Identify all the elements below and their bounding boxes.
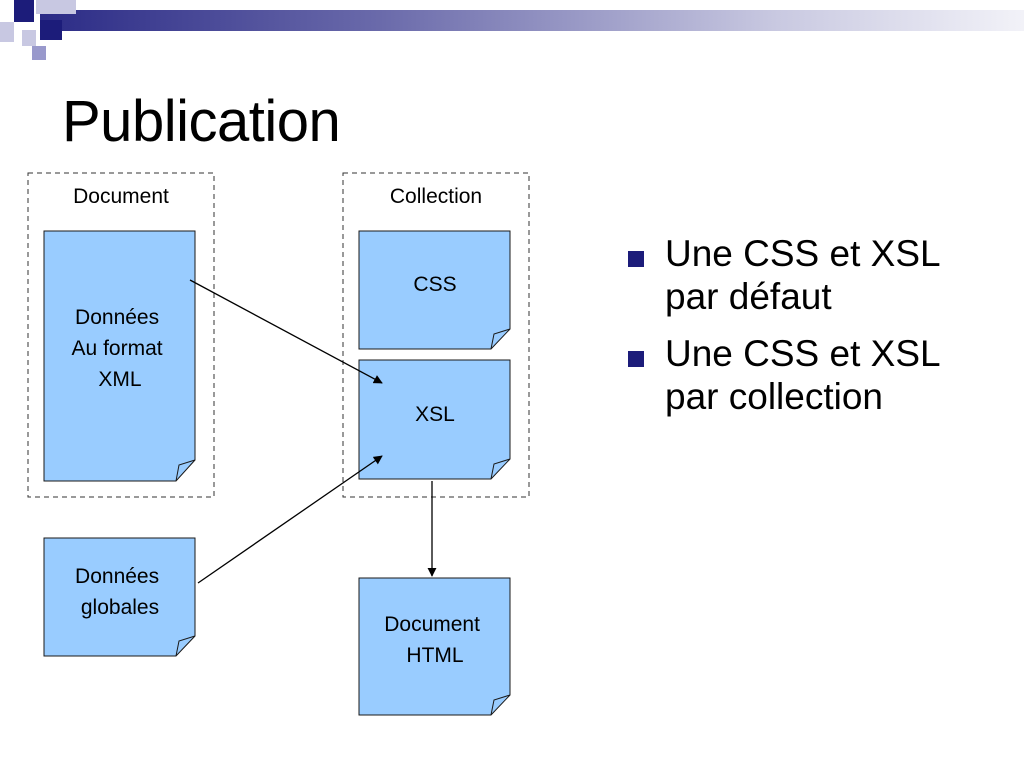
header-gradient-bar — [40, 10, 1024, 31]
bullet-line: Une CSS et XSL — [665, 233, 941, 274]
square-bullet-icon — [628, 251, 644, 267]
square-bullet-icon — [628, 351, 644, 367]
corner-square-light — [22, 30, 36, 46]
bullet-list: Une CSS et XSL par défaut Une CSS et XSL… — [628, 232, 1018, 432]
bullet-line: par collection — [665, 376, 884, 417]
collection-group-label: Collection — [390, 185, 482, 208]
corner-square-light — [36, 0, 56, 14]
bullet-line: Une CSS et XSL — [665, 333, 941, 374]
collection-group-frame — [342, 172, 530, 498]
corner-square-dark — [40, 20, 62, 40]
html-document-node: Document HTML — [358, 577, 511, 716]
xml-data-node: Données Au format XML — [43, 230, 196, 482]
global-node-line: Données — [75, 565, 159, 588]
xsl-node-label: XSL — [415, 403, 455, 426]
html-node-line: HTML — [406, 644, 463, 667]
css-node-label: CSS — [413, 273, 456, 296]
arrow-global-to-xsl — [197, 455, 383, 584]
svg-text:CSS: CSS — [413, 273, 456, 296]
xml-node-line: Données — [75, 306, 159, 329]
svg-text:Document HTML: Document HTML — [384, 613, 486, 667]
corner-square-light — [0, 22, 14, 42]
svg-text:Données globales: Données globales — [75, 565, 165, 619]
corner-squares-decoration — [0, 0, 76, 60]
xsl-node: XSL — [358, 359, 511, 480]
corner-square-mid — [32, 46, 46, 60]
xml-node-line: XML — [98, 368, 141, 391]
bullet-line: par défaut — [665, 276, 832, 317]
css-node: CSS — [358, 230, 511, 350]
svg-text:XSL: XSL — [415, 403, 455, 426]
corner-square-dark — [14, 0, 34, 22]
svg-text:Données Au format: Données Au format XML — [72, 306, 169, 391]
bullet-item: Une CSS et XSL par défaut — [628, 232, 1018, 318]
document-group-frame — [27, 172, 215, 498]
slide-title: Publication — [62, 89, 341, 154]
bullet-item: Une CSS et XSL par collection — [628, 332, 1018, 418]
global-data-node: Données globales — [43, 537, 196, 657]
document-group-label: Document — [73, 185, 169, 208]
html-node-line: Document — [384, 613, 480, 636]
xml-node-line: Au format — [72, 337, 163, 360]
arrow-xml-to-xsl — [189, 279, 383, 384]
global-node-line: globales — [81, 596, 159, 619]
corner-square-light — [56, 0, 76, 14]
